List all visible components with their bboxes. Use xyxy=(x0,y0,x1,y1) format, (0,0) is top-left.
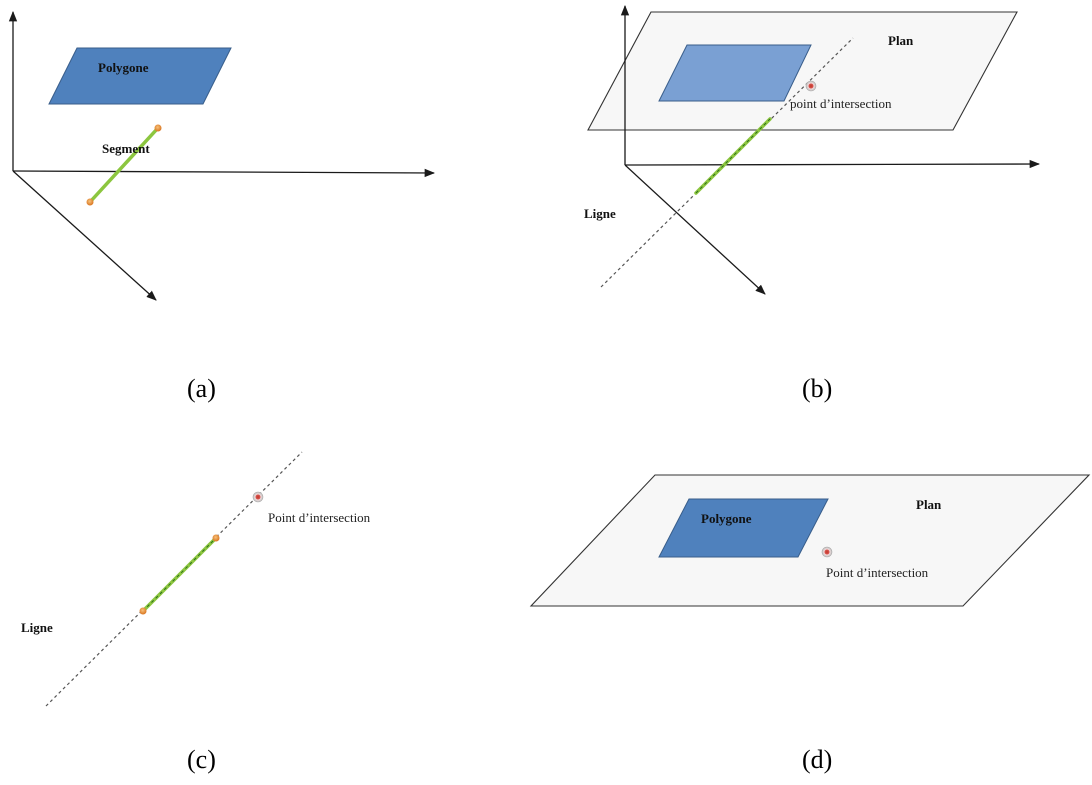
polygon-shape xyxy=(48,47,232,105)
caption-c: (c) xyxy=(187,745,216,774)
polygon-label: Polygone xyxy=(98,60,149,75)
intersection-line xyxy=(600,37,854,288)
plane-shape xyxy=(529,474,1091,607)
plane-label: Plan xyxy=(888,33,914,48)
segment-endpoint xyxy=(139,607,147,615)
caption-b: (b) xyxy=(802,374,832,403)
intersection-point xyxy=(252,491,264,503)
panel-b: point d’intersection Plan Ligne (b) xyxy=(584,4,1041,403)
plane-label: Plan xyxy=(916,497,942,512)
line-label: Ligne xyxy=(584,206,616,221)
panel-a: Polygone Segment (a) xyxy=(8,10,436,403)
segment-endpoint xyxy=(154,124,162,132)
segment-line xyxy=(141,536,218,613)
polygon-label: Polygone xyxy=(701,511,752,526)
segment-endpoint xyxy=(212,534,220,542)
intersection-label: Point d’intersection xyxy=(826,565,929,580)
segment-overlay xyxy=(142,537,217,612)
intersection-point xyxy=(821,546,833,558)
caption-d: (d) xyxy=(802,745,832,774)
intersection-label: point d’intersection xyxy=(790,96,892,111)
axis-x xyxy=(624,159,1041,169)
axis-z xyxy=(624,164,766,295)
segment-line xyxy=(694,117,772,195)
segment-label: Segment xyxy=(102,141,150,156)
line-label: Ligne xyxy=(21,620,53,635)
segment-endpoint xyxy=(86,198,94,206)
panel-c: Point d’intersection Ligne (c) xyxy=(21,451,371,774)
axis-x xyxy=(12,168,436,178)
polygon-shape xyxy=(658,44,812,102)
panel-d: Polygone Point d’intersection Plan (d) xyxy=(529,474,1091,774)
intersection-point xyxy=(805,80,817,92)
plane-shape xyxy=(587,11,1018,131)
segment-line xyxy=(88,126,160,204)
axis-z xyxy=(12,170,157,301)
intersection-label: Point d’intersection xyxy=(268,510,371,525)
polygon-shape xyxy=(658,498,829,558)
caption-a: (a) xyxy=(187,374,216,403)
